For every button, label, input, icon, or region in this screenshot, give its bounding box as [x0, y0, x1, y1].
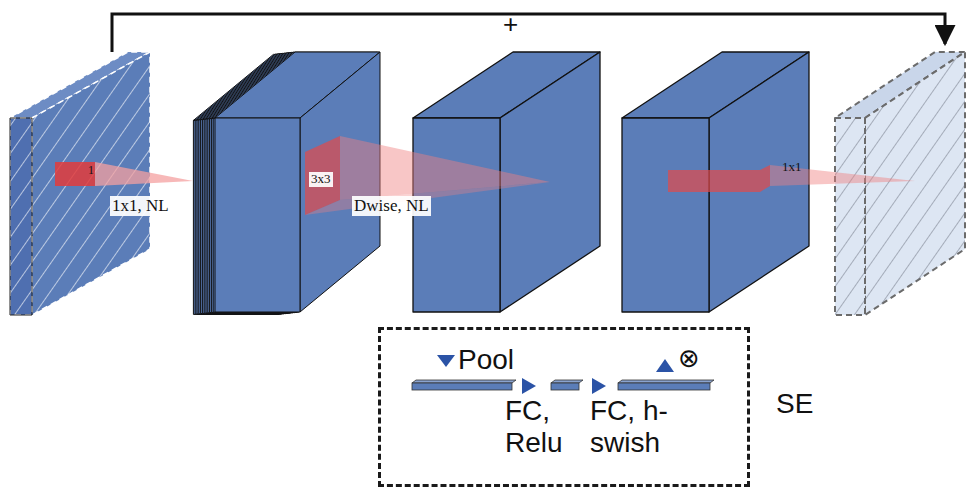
field-fan — [305, 182, 550, 215]
block-label: Pool — [458, 344, 514, 376]
block-label: 3x3 — [309, 172, 333, 187]
skip-connection — [112, 14, 945, 52]
block-label: FC, h-swish — [590, 395, 702, 459]
tensor-cuboid — [835, 52, 965, 315]
field-box — [668, 165, 770, 192]
block-label: Dwise, NL — [352, 196, 431, 216]
block-label: 1 — [88, 164, 94, 178]
se-internals — [412, 355, 714, 394]
block-label: 1x1, NL — [110, 196, 171, 216]
block-label: + — [503, 10, 518, 40]
field-fan — [95, 162, 193, 186]
block-label: FC, Relu — [505, 395, 575, 459]
field-box — [55, 162, 95, 186]
block-label: ⊗ — [678, 344, 700, 374]
field-fan — [340, 136, 550, 200]
block-label: 1x1 — [782, 160, 802, 175]
tensor-blocks — [10, 52, 965, 315]
receptive-fields — [55, 136, 915, 215]
module-name: SE — [776, 388, 813, 420]
se-module-box: SE — [378, 327, 750, 487]
